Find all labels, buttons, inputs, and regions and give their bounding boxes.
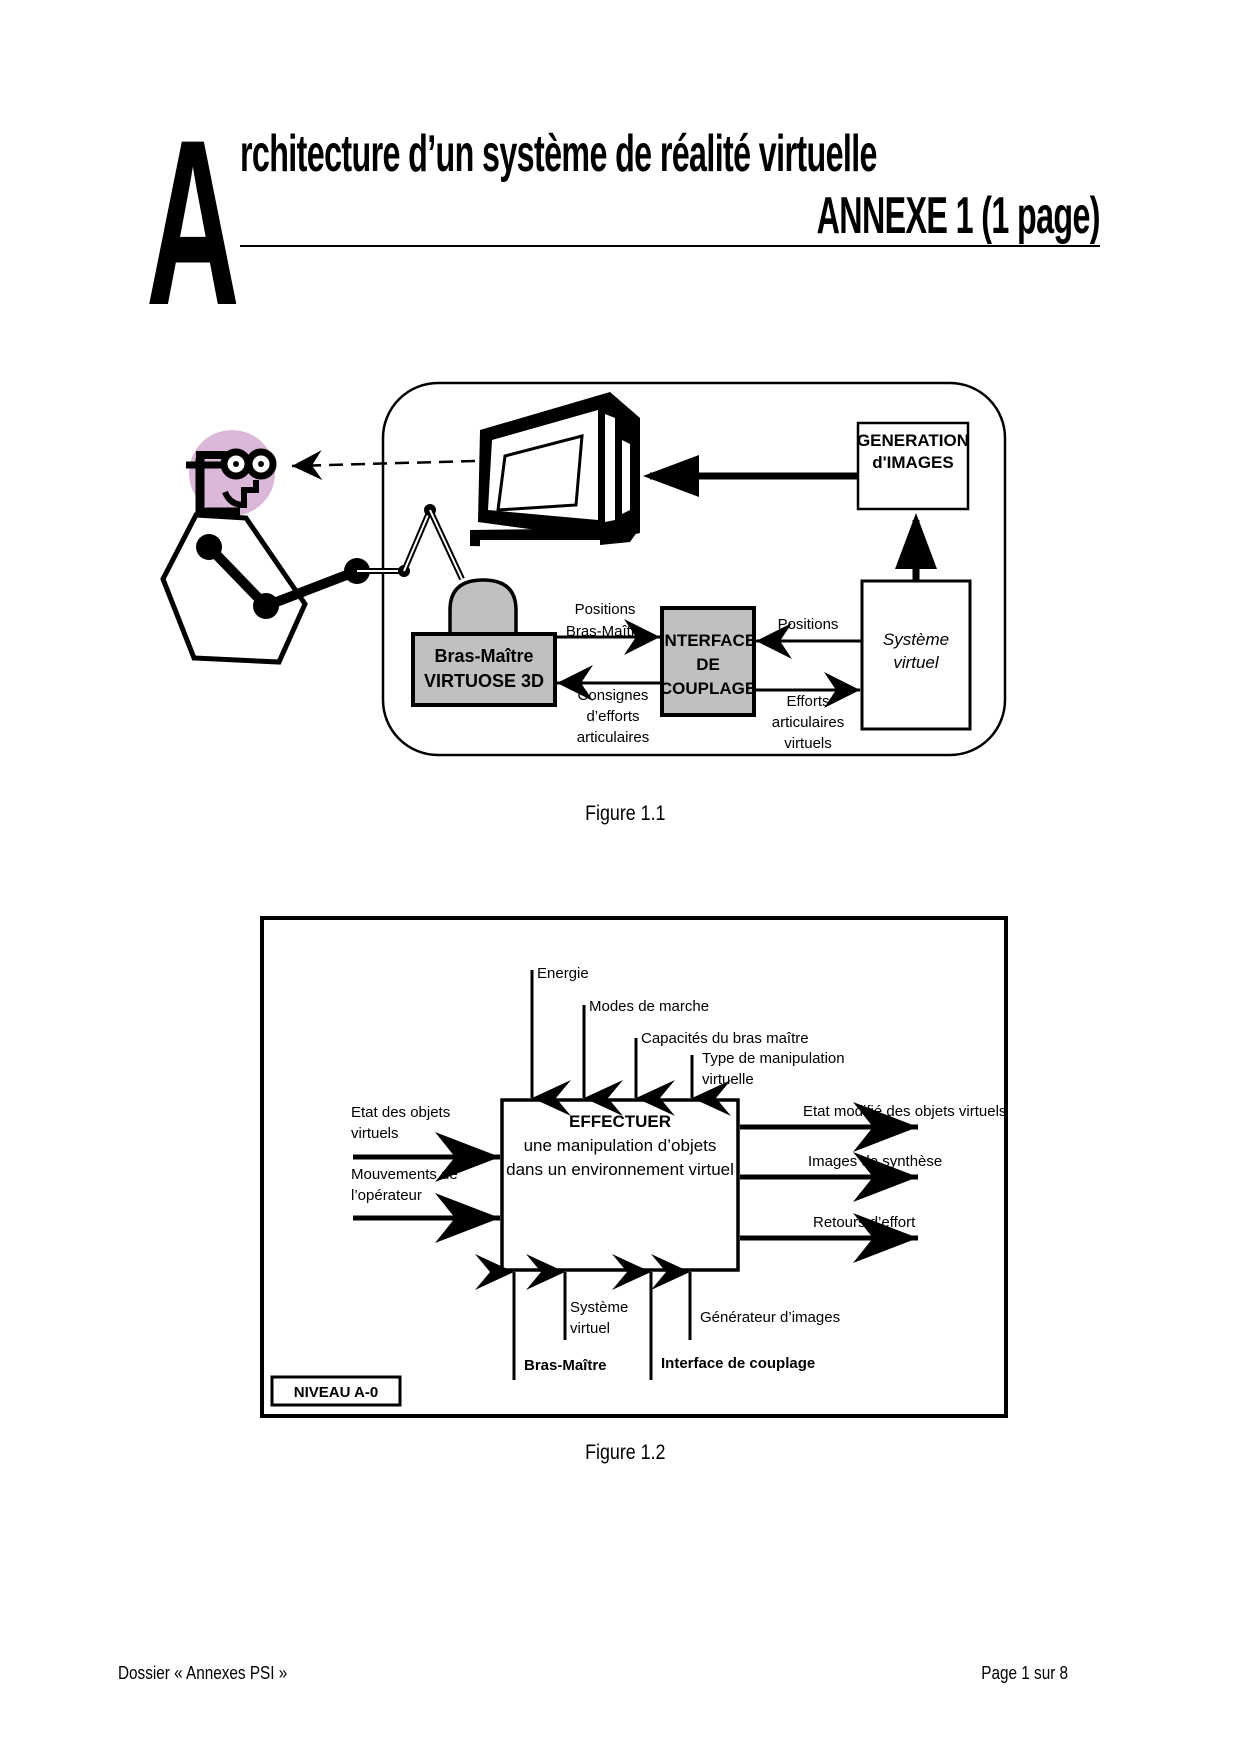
generation-label-2: d'IMAGES (872, 453, 954, 472)
figure-1-2-diagram: EFFECTUER une manipulation d’objets dans… (260, 916, 1008, 1418)
diagram-label: Positions (778, 616, 839, 633)
bras-label-1: Bras-Maître (434, 646, 533, 666)
diagram-label: Images de synthèse (808, 1153, 942, 1170)
diagram-label: Bras-Maître (566, 623, 644, 640)
diagram-label: Bras-Maître (524, 1357, 607, 1374)
diagram-label: articulaires (577, 729, 650, 746)
title-underline (240, 245, 1100, 247)
page-subtitle: ANNEXE 1 (1 page) (816, 187, 1101, 245)
diagram-label: Type de manipulation (702, 1050, 845, 1067)
generation-images-block (856, 421, 970, 511)
diagram-label: d’efforts (586, 708, 639, 725)
bras-maitre-block (411, 632, 557, 707)
diagram-label: virtuel (570, 1320, 610, 1337)
bras-maitre-dome (448, 578, 518, 636)
footer-page-number: Page 1 sur 8 (981, 1663, 1068, 1683)
diagram-label: Capacités du bras maître (641, 1030, 809, 1047)
footer-left: Dossier « Annexes PSI » (118, 1663, 288, 1683)
figure-1-1-diagram: GENERATION d'IMAGES Système virtuel Bras… (160, 381, 1007, 757)
systeme-label-2: virtuel (893, 653, 940, 672)
diagram-label: articulaires (772, 714, 845, 731)
interface-label-3: COUPLAGE (660, 679, 756, 698)
page-title: rchitecture d’un système de réalité virt… (240, 125, 877, 183)
diagram-label: Retours d’effort (813, 1214, 916, 1231)
diagram-label: Mouvements de (351, 1166, 458, 1183)
diagram-label: Interface de couplage (661, 1355, 815, 1372)
bras-label-2: VIRTUOSE 3D (424, 671, 544, 691)
diagram-label: Energie (537, 965, 589, 982)
figure-1-1-caption: Figure 1.1 (585, 802, 666, 825)
function-line-2: une manipulation d’objets (524, 1136, 717, 1155)
operator-figure (160, 430, 465, 665)
diagram-label: virtuelle (702, 1071, 754, 1088)
generation-label-1: GENERATION (857, 431, 969, 450)
diagram-label: l’opérateur (351, 1187, 422, 1204)
diagram-label: Générateur d’images (700, 1309, 840, 1326)
level-badge (270, 1375, 402, 1407)
interface-couplage-block (660, 606, 756, 717)
diagram-label: Etat modifié des objets virtuels (803, 1103, 1006, 1120)
figure-1-2-caption: Figure 1.2 (585, 1441, 666, 1464)
diagram-label: virtuels (351, 1125, 399, 1142)
function-verb: EFFECTUER (569, 1112, 671, 1131)
diagram-label: Efforts (786, 693, 829, 710)
systeme-label-1: Système (883, 630, 949, 649)
level-label: NIVEAU A-0 (294, 1384, 378, 1401)
diagram-label: Modes de marche (589, 998, 709, 1015)
title-drop-cap: A (146, 91, 240, 355)
diagram-label: Positions (575, 601, 636, 618)
a0-frame (260, 916, 1008, 1418)
diagram-label: Système (570, 1299, 628, 1316)
diagram-label: Etat des objets (351, 1104, 450, 1121)
interface-label-1: INTERFACE (660, 631, 756, 650)
function-line-3: dans un environnement virtuel (506, 1160, 734, 1179)
interface-label-2: DE (696, 655, 720, 674)
operator-body (160, 512, 308, 665)
diagram-label: Consignes (578, 687, 649, 704)
sight-line-arrow (291, 450, 476, 481)
diagram-label: virtuels (784, 735, 832, 752)
monitor-icon (470, 392, 640, 548)
systeme-virtuel-block (860, 579, 972, 731)
